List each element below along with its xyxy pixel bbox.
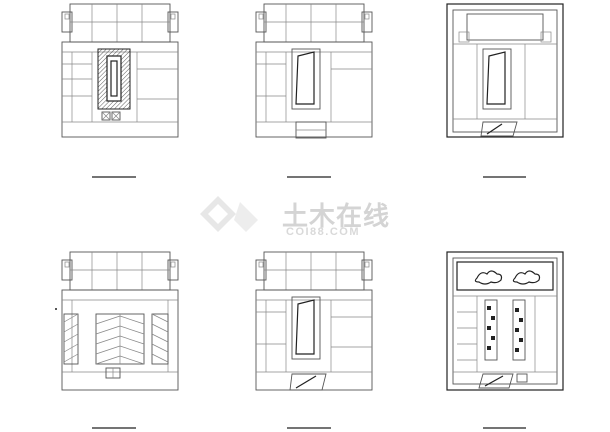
marker-dot — [55, 308, 57, 310]
watermark-url: COI88.COM — [286, 226, 361, 238]
cloud-pattern — [474, 270, 541, 285]
watermark-label: 土木在线 — [282, 201, 391, 231]
floor-plan-4 — [61, 251, 179, 391]
floor-plan-2 — [255, 3, 373, 139]
planter-column-right — [512, 299, 526, 361]
floor-plan-1 — [61, 3, 179, 138]
floor-plan-5 — [255, 251, 373, 391]
planter-column-left — [484, 299, 498, 361]
stair-treads-center — [95, 313, 145, 365]
floor-plan-3 — [446, 3, 564, 138]
floor-plan-6 — [446, 251, 564, 391]
stair-treads-right — [151, 313, 169, 365]
watermark-logo-icon — [200, 196, 258, 232]
stair-treads-left — [63, 313, 79, 365]
